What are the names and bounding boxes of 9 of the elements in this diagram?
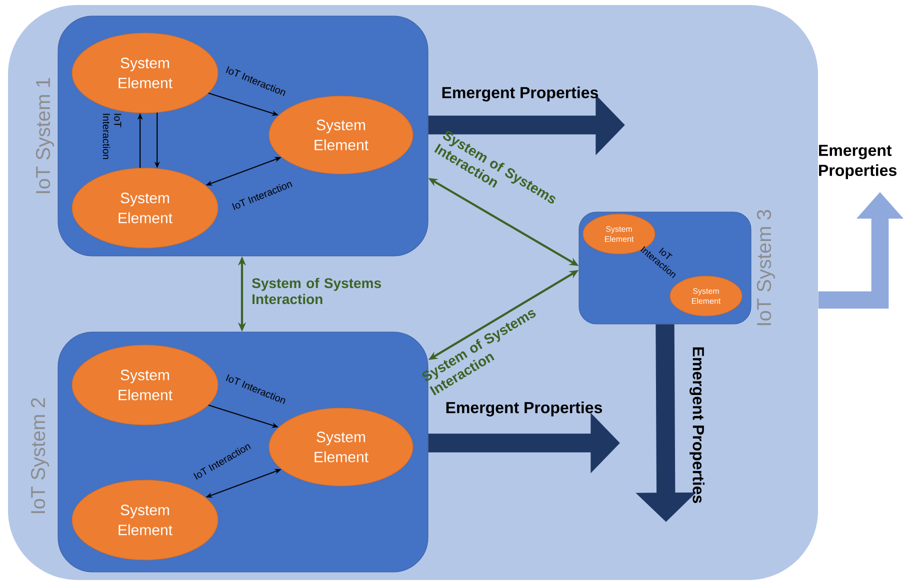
edge-label: Emergent Properties xyxy=(446,402,602,416)
node-label: IoT System 3 xyxy=(756,210,776,326)
edge-label: IoT Interaction xyxy=(102,114,122,160)
node-label: IoT System 2 xyxy=(30,398,50,514)
edge-label: Emergent Properties xyxy=(442,86,598,102)
edge-label: System of Systems Interaction xyxy=(252,278,381,304)
edge-label: Emergent Properties xyxy=(690,347,704,503)
edge-label: Emergent Properties xyxy=(819,144,896,180)
node-label: IoT System 1 xyxy=(36,78,54,194)
